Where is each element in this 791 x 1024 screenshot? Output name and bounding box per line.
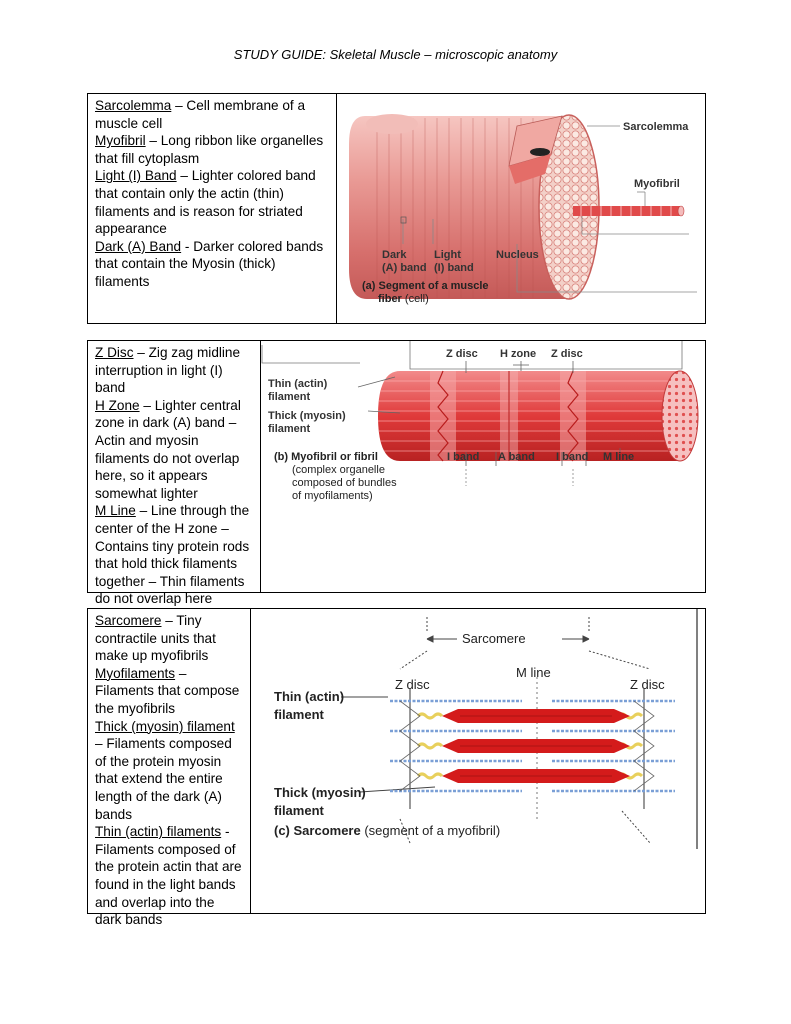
label-thin-filament: filament — [274, 707, 325, 722]
caption-b-line3: composed of bundles — [292, 477, 397, 489]
label-sarcolemma: Sarcolemma — [623, 121, 689, 133]
caption-a-bold: fiber — [378, 293, 403, 305]
entry-sarcolemma: Sarcolemma – Cell membrane of a muscle c… — [95, 97, 330, 132]
label-sarcomere: Sarcomere — [462, 631, 526, 646]
term-z-disc: Z Disc — [95, 345, 134, 360]
caption-a: (a) Segment of a muscle — [362, 280, 489, 292]
myofibril-figure: Thin (actin) filament Thick (myosin) fil… — [260, 341, 705, 592]
desc-m-line: – Line through the center of the H zone … — [95, 503, 249, 606]
term-m-line: M Line — [95, 503, 136, 518]
label-thick-filament: filament — [268, 423, 311, 435]
caption-a-line2: fiber (cell) — [378, 293, 429, 305]
entry-sarcomere: Sarcomere – Tiny contractile units that … — [95, 612, 244, 665]
caption-b-line2: (complex organelle — [292, 464, 385, 476]
label-nucleus: Nucleus — [496, 249, 539, 261]
row1-text: Sarcolemma – Cell membrane of a muscle c… — [88, 94, 337, 323]
label-light-band: (I) band — [434, 262, 474, 274]
entry-myofibril: Myofibril – Long ribbon like organelles … — [95, 132, 330, 167]
desc-thin-filaments: - Filaments composed of the protein acti… — [95, 824, 242, 927]
caption-c-normal: (segment of a myofibril) — [361, 823, 500, 838]
term-sarcomere: Sarcomere — [95, 613, 161, 628]
term-h-zone: H Zone — [95, 398, 140, 413]
label-thick-filament: filament — [274, 803, 325, 818]
term-myofibril: Myofibril — [95, 133, 146, 148]
label-thin-actin: Thin (actin) — [268, 378, 328, 390]
caption-b-line1: (b) Myofibril or fibril — [274, 451, 378, 463]
protruding-myofibril — [573, 206, 681, 216]
label-z-disc-b: Z disc — [630, 677, 665, 692]
label-m-line: M line — [603, 451, 634, 463]
page-title: STUDY GUIDE: Skeletal Muscle – microscop… — [0, 47, 791, 62]
term-thick-filament: Thick (myosin) filament — [95, 719, 235, 734]
label-thin-filament: filament — [268, 391, 311, 403]
entry-myofilaments: Myofilaments – Filaments that compose th… — [95, 665, 244, 718]
label-dark-band: (A) band — [382, 262, 427, 274]
label-h-zone: H zone — [500, 348, 536, 360]
entry-m-line: M Line – Line through the center of the … — [95, 502, 254, 608]
label-z-disc-a: Z disc — [395, 677, 430, 692]
caption-a-normal: (cell) — [402, 293, 429, 305]
entry-thick-filament: Thick (myosin) filament – Filaments comp… — [95, 718, 244, 824]
nucleus-bump — [366, 114, 418, 134]
myofibril-end — [662, 371, 698, 461]
label-myofibril: Myofibril — [634, 178, 680, 190]
caption-c: (c) Sarcomere (segment of a myofibril) — [274, 823, 500, 838]
entry-light-band: Light (I) Band – Lighter colored band th… — [95, 167, 330, 237]
label-i-band-a: I band — [447, 451, 479, 463]
label-a-band: A band — [498, 451, 535, 463]
label-thick-myosin: Thick (myosin) — [274, 785, 366, 800]
caption-c-bold: (c) Sarcomere — [274, 823, 361, 838]
myofibril-body — [378, 371, 680, 461]
row3-text: Sarcomere – Tiny contractile units that … — [88, 609, 251, 913]
term-thin-filaments: Thin (actin) filaments — [95, 824, 221, 839]
label-thick-myosin: Thick (myosin) — [268, 410, 346, 422]
term-light-band: Light (I) Band — [95, 168, 177, 183]
caption-b-line4: of myofilaments) — [292, 490, 373, 502]
label-z-disc-a: Z disc — [446, 348, 478, 360]
row-sarcolemma: Sarcolemma – Cell membrane of a muscle c… — [87, 93, 706, 324]
term-myofilaments: Myofilaments — [95, 666, 175, 681]
label-dark: Dark — [382, 249, 407, 261]
sarcomere-figure: Sarcomere M line Z disc Z disc Thin (act… — [250, 609, 705, 913]
row2-text: Z Disc – Zig zag midline interruption in… — [88, 341, 261, 592]
label-thin-actin: Thin (actin) — [274, 689, 344, 704]
entry-thin-filaments: Thin (actin) filaments - Filaments compo… — [95, 823, 244, 929]
entry-z-disc: Z Disc – Zig zag midline interruption in… — [95, 344, 254, 397]
entry-h-zone: H Zone – Lighter central zone in dark (A… — [95, 397, 254, 503]
muscle-fiber-figure: Sarcolemma Myofibril Dark (A) band Light… — [337, 94, 705, 323]
row-zdisc: Z Disc – Zig zag midline interruption in… — [87, 340, 706, 593]
term-sarcolemma: Sarcolemma — [95, 98, 171, 113]
term-dark-band: Dark (A) Band — [95, 239, 181, 254]
label-light: Light — [434, 249, 461, 261]
desc-h-zone: – Lighter central zone in dark (A) band … — [95, 398, 241, 501]
label-i-band-b: I band — [556, 451, 588, 463]
entry-dark-band: Dark (A) Band - Darker colored bands tha… — [95, 238, 330, 291]
label-z-disc-b: Z disc — [551, 348, 583, 360]
row-sarcomere: Sarcomere – Tiny contractile units that … — [87, 608, 706, 914]
desc-thick-filament: – Filaments composed of the protein myos… — [95, 736, 232, 821]
label-m-line: M line — [516, 665, 551, 680]
